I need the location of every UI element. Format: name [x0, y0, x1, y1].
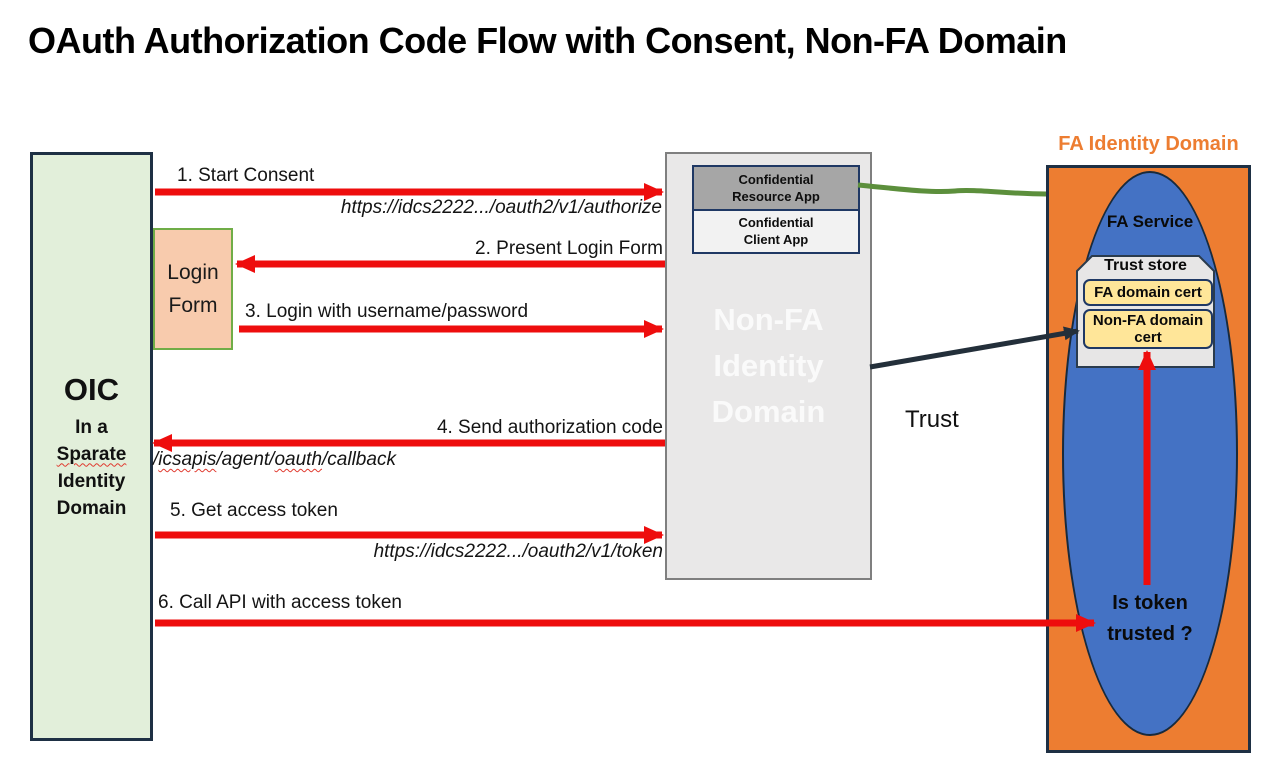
resource-app-line: Resource App	[732, 188, 820, 204]
login-form-box: Login Form	[153, 228, 233, 350]
step6-label: 6. Call API with access token	[158, 592, 402, 613]
fa-identity-domain-heading: FA Identity Domain	[1058, 133, 1239, 155]
trust-link-green-line	[857, 182, 1047, 197]
fa-identity-domain-box: FA Service Trust store FA domain cert No…	[1046, 165, 1251, 753]
fa-domain-cert: FA domain cert	[1083, 279, 1213, 306]
step1-url: https://idcs2222.../oauth2/v1/authorize	[340, 197, 662, 218]
path-segment: /agent/	[216, 449, 275, 470]
step1-label: 1. Start Consent	[177, 165, 315, 186]
resource-app-line: Confidential	[738, 171, 814, 187]
client-app-line: Confidential	[738, 215, 814, 231]
path-segment: /callback	[322, 449, 396, 470]
fa-service-label: FA Service	[1106, 212, 1194, 231]
step3-label: 3. Login with username/password	[245, 301, 529, 322]
step2-label: 2. Present Login Form	[475, 238, 663, 259]
confidential-resource-app: Confidential Resource App	[694, 167, 858, 211]
step4-callback-path: /icsapis/agent/oauth/callback	[153, 449, 396, 471]
login-form-line: Form	[168, 294, 218, 317]
oic-subtitle-line-misspelled: Sparate	[56, 443, 127, 465]
client-app-line: Client App	[743, 232, 809, 248]
oic-subtitle-line: Identity	[57, 470, 126, 492]
oic-text-block: OIC In a Sparate Identity Domain	[57, 372, 127, 522]
step4-label: 4. Send authorization code	[436, 417, 663, 438]
oic-subtitle-line: Domain	[56, 497, 127, 519]
confidential-client-app: Confidential Client App	[694, 210, 858, 252]
path-segment: /	[153, 449, 159, 470]
oic-domain-box: OIC In a Sparate Identity Domain	[30, 152, 153, 741]
login-form-line: Login	[167, 261, 219, 284]
confidential-apps-box: Confidential Resource App Confidential C…	[692, 165, 860, 254]
step5-url: https://idcs2222.../oauth2/v1/token	[373, 541, 663, 562]
slide-title: OAuth Authorization Code Flow with Conse…	[28, 20, 1067, 61]
path-segment-misspelled: icsapis	[158, 449, 217, 470]
step5-label: 5. Get access token	[170, 500, 338, 521]
non-fa-domain-box: Confidential Resource App Confidential C…	[665, 152, 872, 580]
token-trusted-question: Is token trusted ?	[1107, 592, 1193, 645]
oic-subtitle-line: In a	[75, 416, 108, 438]
oic-label: OIC	[63, 371, 120, 407]
trust-label: Trust	[905, 406, 959, 433]
non-fa-domain-cert: Non-FA domain cert	[1083, 309, 1213, 349]
non-fa-domain-label: Non-FA Identity Domain	[711, 302, 826, 429]
path-segment-misspelled: oauth	[274, 449, 323, 470]
trust-store-title: Trust store	[1104, 257, 1187, 274]
